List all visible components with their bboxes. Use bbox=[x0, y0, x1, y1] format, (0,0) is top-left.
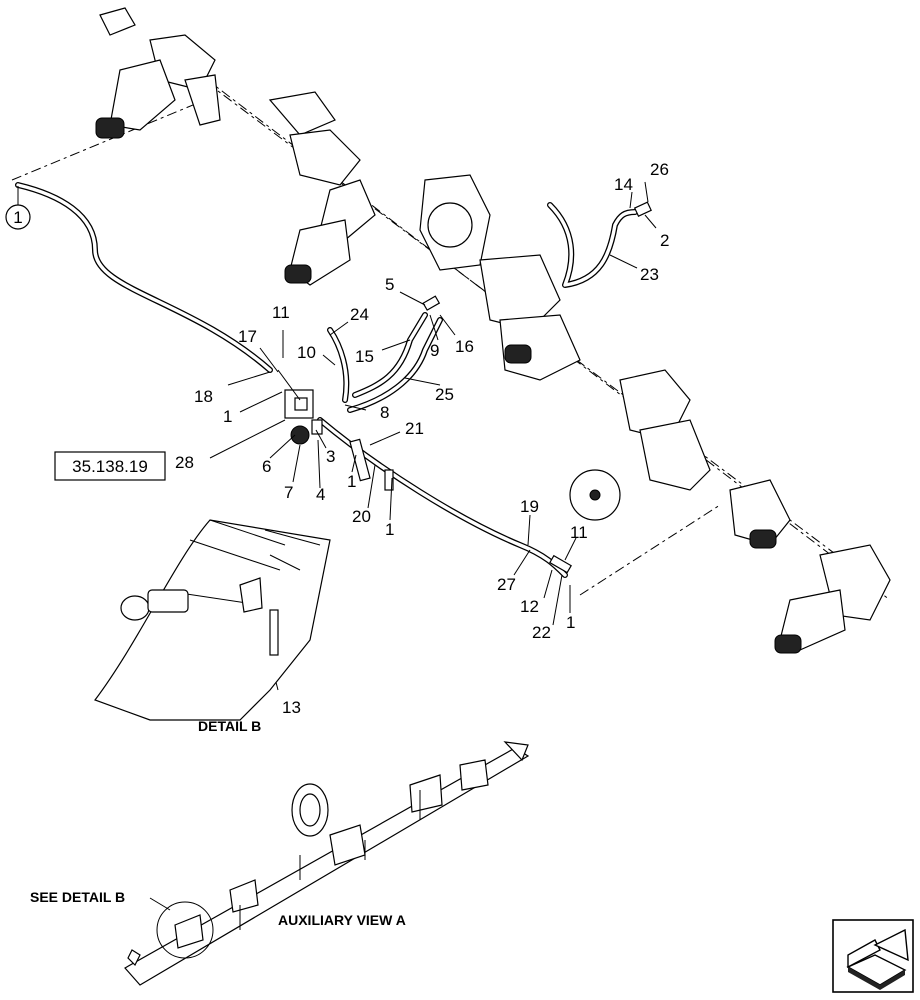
callout-22: 22 bbox=[532, 623, 551, 642]
callout-25: 25 bbox=[435, 385, 454, 404]
callout-3: 3 bbox=[326, 447, 335, 466]
callout-14: 14 bbox=[614, 175, 633, 194]
callout-20: 20 bbox=[352, 507, 371, 526]
callout-5: 5 bbox=[385, 275, 394, 294]
callout-1: 1 bbox=[566, 613, 575, 632]
callout-2: 2 bbox=[660, 231, 669, 250]
callout-26: 26 bbox=[650, 160, 669, 179]
callout-1-circled: 1 bbox=[13, 208, 22, 227]
callout-13: 13 bbox=[282, 698, 301, 717]
callout-4: 4 bbox=[316, 485, 325, 504]
see-detail-b-label: SEE DETAIL B bbox=[30, 889, 125, 905]
callout-12: 12 bbox=[520, 597, 539, 616]
callout-27: 27 bbox=[497, 575, 516, 594]
callout-9: 9 bbox=[430, 341, 439, 360]
auxiliary-view-a-label: AUXILIARY VIEW A bbox=[278, 912, 406, 928]
callout-11: 11 bbox=[570, 523, 588, 542]
callout-10: 10 bbox=[297, 343, 316, 362]
callout-28: 28 bbox=[175, 453, 194, 472]
callout-6: 6 bbox=[262, 457, 271, 476]
callout-8: 8 bbox=[380, 403, 389, 422]
callout-23: 23 bbox=[640, 265, 659, 284]
callout-16: 16 bbox=[455, 337, 474, 356]
main-toolbar-frame bbox=[11, 7, 891, 654]
detail-b-label: DETAIL B bbox=[198, 718, 261, 734]
callout-1: 1 bbox=[223, 407, 232, 426]
circled-callout-1: 1 bbox=[5, 186, 31, 230]
callout-24: 24 bbox=[350, 305, 369, 324]
reference-box: 35.138.19 bbox=[54, 451, 166, 481]
callout-1: 1 bbox=[347, 472, 356, 491]
next-page-arrow-icon[interactable] bbox=[832, 919, 914, 993]
callout-17: 17 bbox=[238, 327, 257, 346]
callout-1: 1 bbox=[385, 520, 394, 539]
callout-21: 21 bbox=[405, 419, 424, 438]
hydraulic-hose-15-25 bbox=[327, 295, 443, 413]
detail-b-view: DETAIL B bbox=[94, 519, 331, 734]
auxiliary-view-a: SEE DETAIL B AUXILIARY VIEW A bbox=[30, 741, 530, 986]
callout-15: 15 bbox=[355, 347, 374, 366]
reference-box-text: 35.138.19 bbox=[72, 457, 148, 476]
callout-labels: 26 14 2 23 5 24 11 17 10 15 9 16 18 25 1… bbox=[175, 160, 669, 717]
callout-11: 11 bbox=[272, 303, 290, 322]
valve-block-assembly bbox=[277, 369, 572, 574]
callout-7: 7 bbox=[284, 483, 293, 502]
callout-18: 18 bbox=[194, 387, 213, 406]
callout-19: 19 bbox=[520, 497, 539, 516]
hydraulic-hose-23 bbox=[547, 201, 652, 288]
